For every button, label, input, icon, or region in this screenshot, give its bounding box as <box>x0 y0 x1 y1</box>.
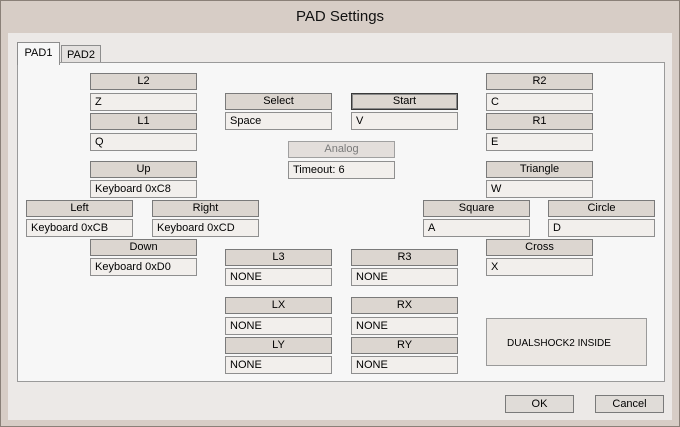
square-button[interactable]: Square <box>423 200 530 217</box>
r3-button[interactable]: R3 <box>351 249 458 266</box>
tab-pad2[interactable]: PAD2 <box>61 45 101 64</box>
triangle-button[interactable]: Triangle <box>486 161 593 178</box>
circle-button[interactable]: Circle <box>548 200 655 217</box>
select-button[interactable]: Select <box>225 93 332 110</box>
lx-binding-field: NONE <box>225 317 332 335</box>
left-binding-field: Keyboard 0xCB <box>26 219 133 237</box>
cross-binding-field: X <box>486 258 593 276</box>
down-button[interactable]: Down <box>90 239 197 256</box>
ly-button[interactable]: LY <box>225 337 332 354</box>
r1-binding-field: E <box>486 133 593 151</box>
tab-pad1[interactable]: PAD1 <box>17 42 60 65</box>
pad1-panel: L2 Z L1 Q Select Space Start V Analog Ti… <box>17 62 665 382</box>
square-binding-field: A <box>423 219 530 237</box>
l1-binding-field: Q <box>90 133 197 151</box>
cross-button[interactable]: Cross <box>486 239 593 256</box>
start-button[interactable]: Start <box>351 93 458 110</box>
up-button[interactable]: Up <box>90 161 197 178</box>
r2-binding-field: C <box>486 93 593 111</box>
l2-button[interactable]: L2 <box>90 73 197 90</box>
rx-binding-field: NONE <box>351 317 458 335</box>
r2-button[interactable]: R2 <box>486 73 593 90</box>
dualshock-info-box: DUALSHOCK2 INSIDE <box>486 318 647 366</box>
lx-button[interactable]: LX <box>225 297 332 314</box>
ry-binding-field: NONE <box>351 356 458 374</box>
ok-button[interactable]: OK <box>505 395 574 413</box>
ry-button[interactable]: RY <box>351 337 458 354</box>
analog-timeout-field: Timeout: 6 <box>288 161 395 179</box>
l3-button[interactable]: L3 <box>225 249 332 266</box>
l1-button[interactable]: L1 <box>90 113 197 130</box>
left-button[interactable]: Left <box>26 200 133 217</box>
l2-binding-field: Z <box>90 93 197 111</box>
dialog-client-area: PAD1 PAD2 L2 Z L1 Q Select Space Start V… <box>8 33 672 420</box>
start-binding-field: V <box>351 112 458 130</box>
r1-button[interactable]: R1 <box>486 113 593 130</box>
r3-binding-field: NONE <box>351 268 458 286</box>
triangle-binding-field: W <box>486 180 593 198</box>
cancel-button[interactable]: Cancel <box>595 395 664 413</box>
circle-binding-field: D <box>548 219 655 237</box>
window-title: PAD Settings <box>1 1 679 33</box>
right-binding-field: Keyboard 0xCD <box>152 219 259 237</box>
down-binding-field: Keyboard 0xD0 <box>90 258 197 276</box>
rx-button[interactable]: RX <box>351 297 458 314</box>
l3-binding-field: NONE <box>225 268 332 286</box>
select-binding-field: Space <box>225 112 332 130</box>
right-button[interactable]: Right <box>152 200 259 217</box>
analog-button[interactable]: Analog <box>288 141 395 158</box>
ly-binding-field: NONE <box>225 356 332 374</box>
up-binding-field: Keyboard 0xC8 <box>90 180 197 198</box>
